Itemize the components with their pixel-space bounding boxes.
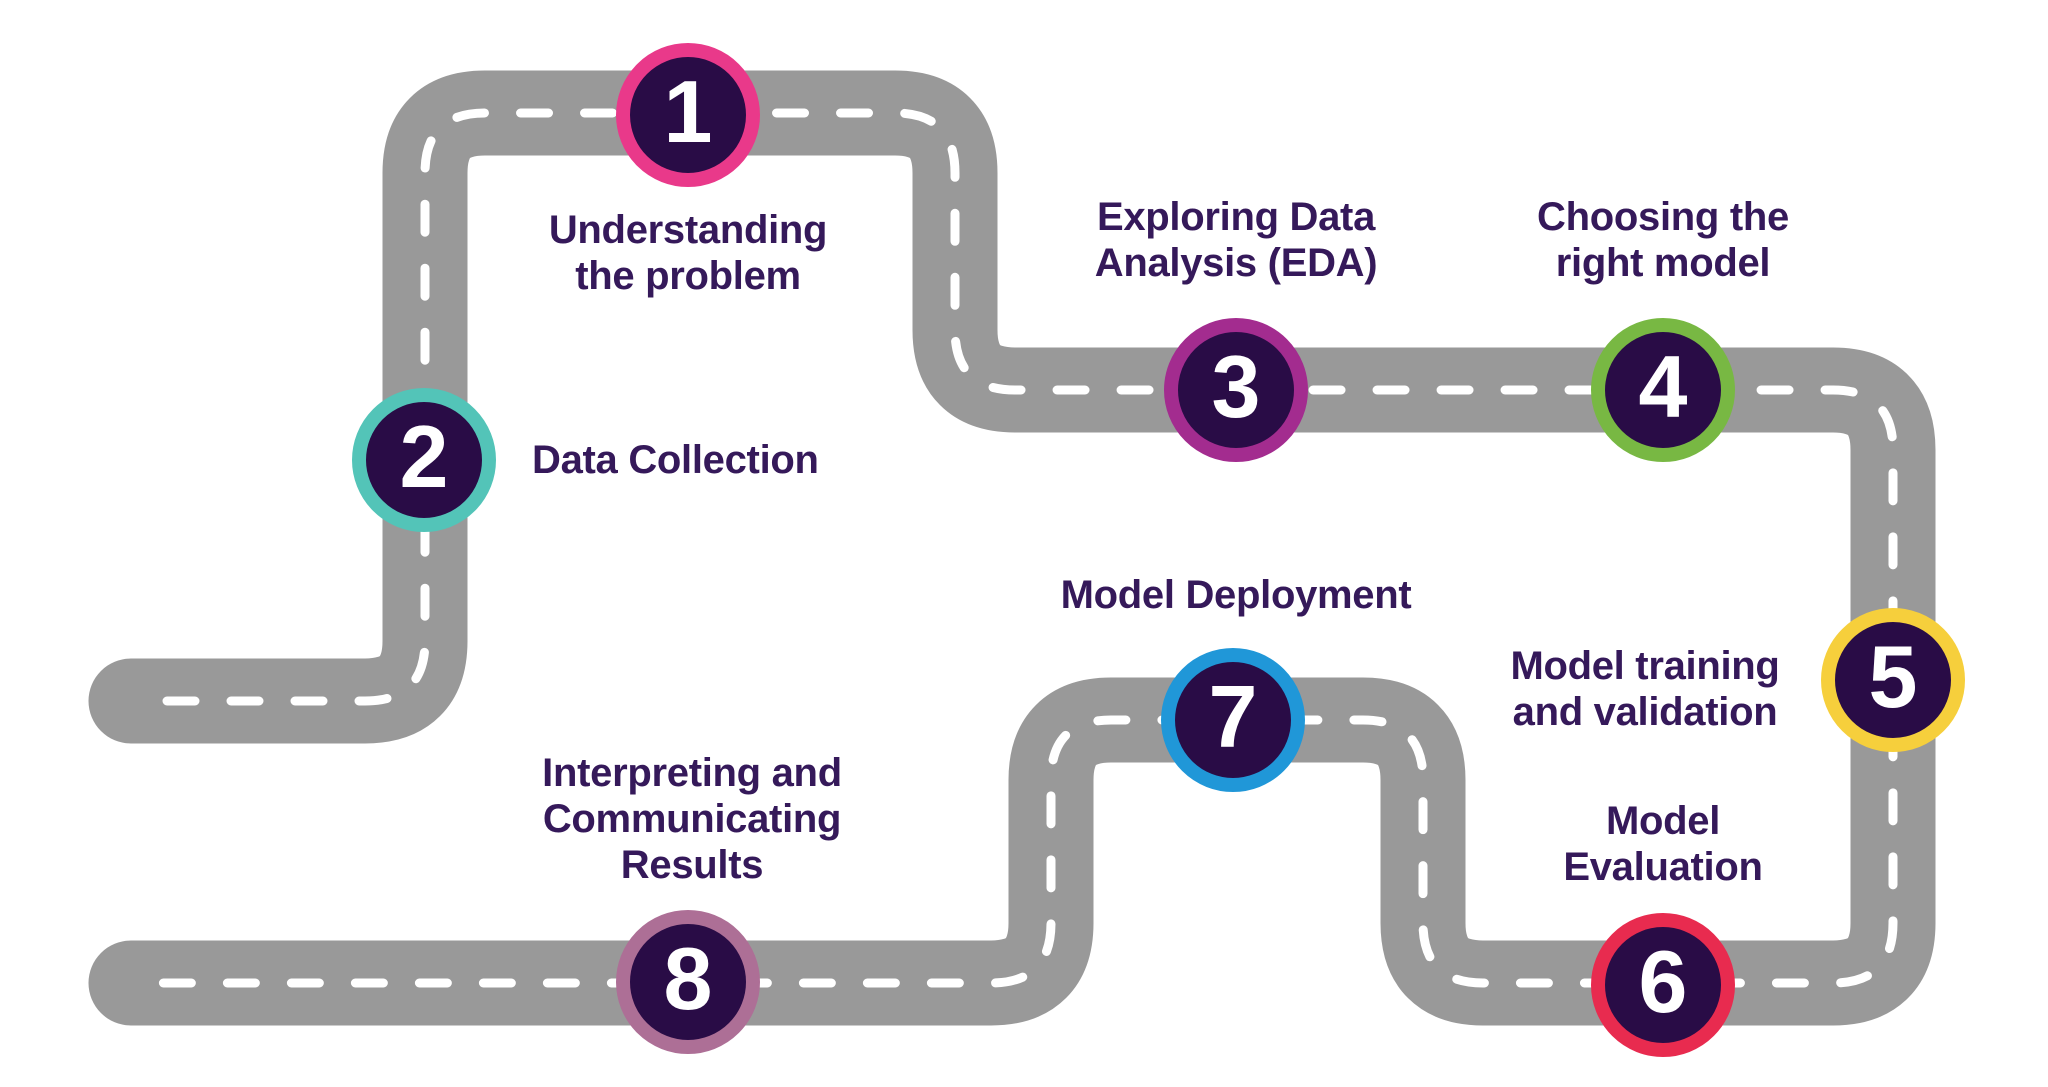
step-6-label: Model Evaluation — [1563, 799, 1763, 889]
step-3-marker: 3 — [1164, 318, 1308, 462]
step-5-number: 5 — [1868, 627, 1918, 726]
step-1-label: Understanding the problem — [548, 208, 828, 298]
step-6-marker: 6 — [1591, 913, 1735, 1057]
step-1-marker: 1 — [616, 43, 760, 187]
step-8-label: Interpreting and Communicating Results — [542, 751, 842, 887]
step-4-marker: 4 — [1591, 318, 1735, 462]
step-4-number: 4 — [1638, 337, 1688, 436]
step-3-number: 3 — [1211, 337, 1261, 436]
step-3-label: Exploring Data Analysis (EDA) — [1094, 195, 1378, 285]
step-7-number: 7 — [1208, 667, 1258, 766]
step-4-label: Choosing the right model — [1537, 195, 1789, 285]
step-2-number: 2 — [399, 407, 449, 506]
step-8-marker: 8 — [616, 910, 760, 1054]
step-7-marker: 7 — [1161, 648, 1305, 792]
step-8-number: 8 — [663, 929, 713, 1028]
step-7-label: Model Deployment — [1060, 573, 1412, 617]
step-1-number: 1 — [663, 62, 713, 161]
step-5-marker: 5 — [1821, 608, 1965, 752]
step-6-number: 6 — [1638, 932, 1688, 1031]
step-5-label: Model training and validation — [1510, 644, 1780, 734]
step-2-marker: 2 — [352, 388, 496, 532]
step-2-label: Data Collection — [532, 438, 819, 482]
